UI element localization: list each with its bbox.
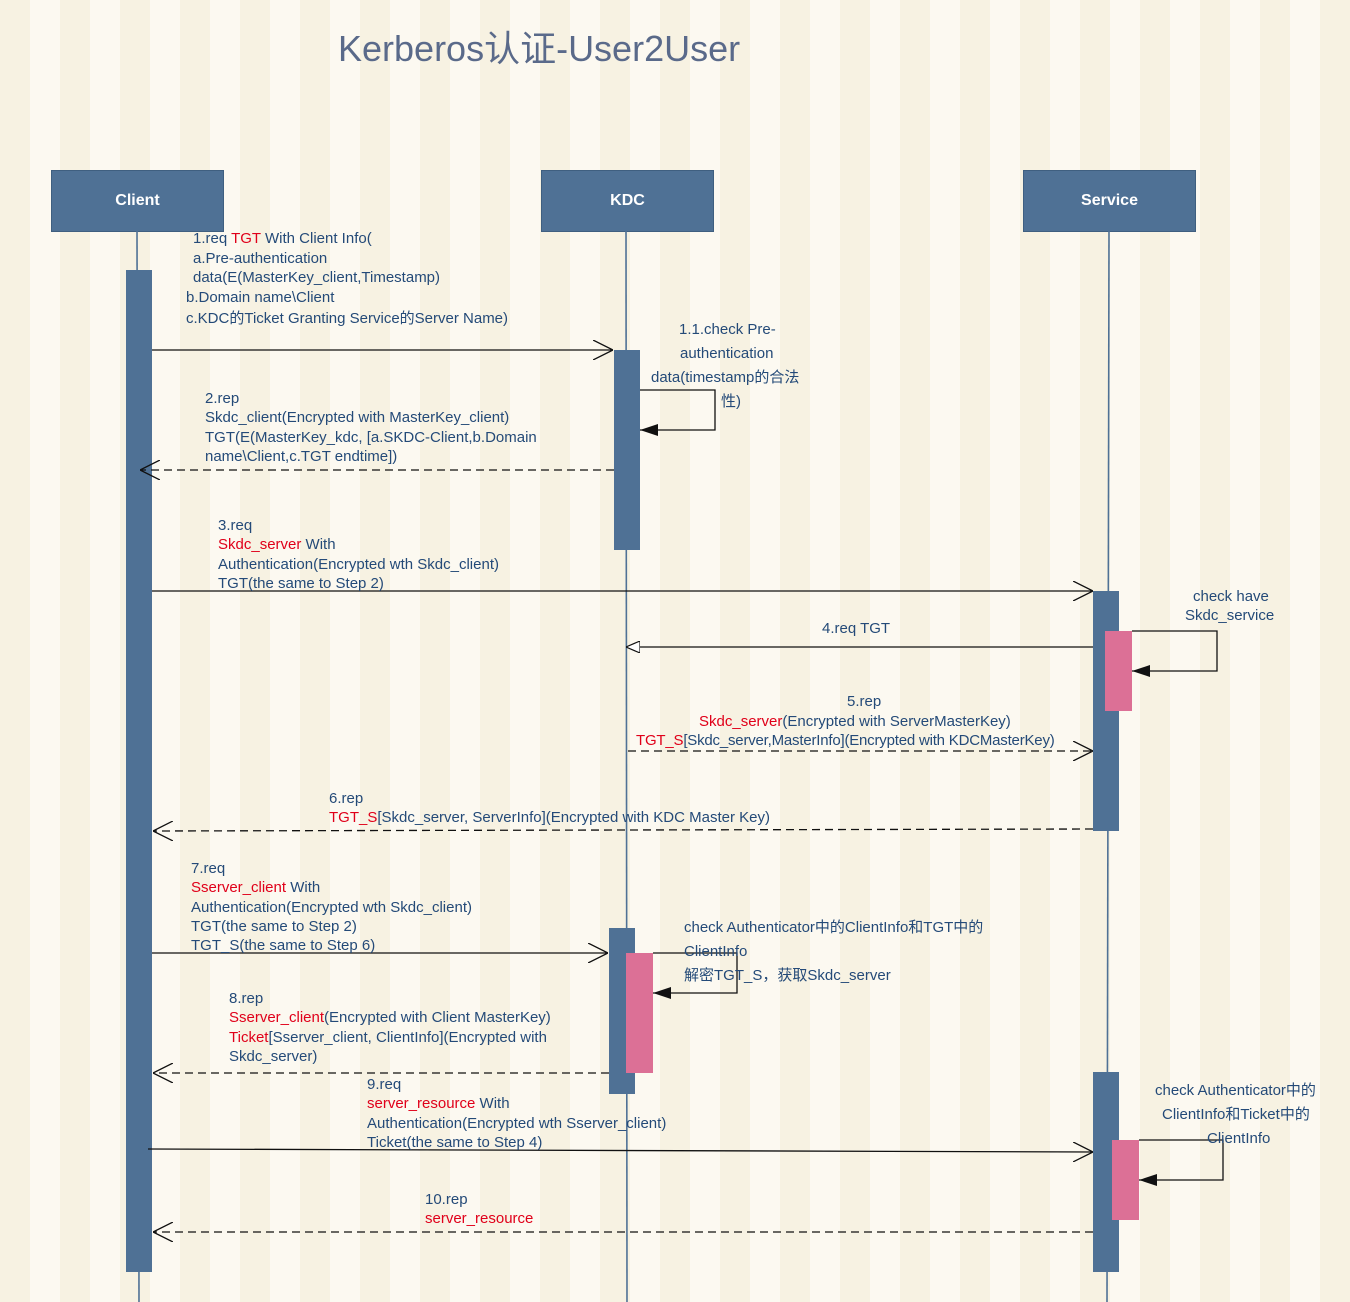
msg-1-line5: c.KDC的Ticket Granting Service的Server Nam… — [186, 310, 509, 327]
arrow-service-self-check-2 — [1139, 1139, 1224, 1186]
activation-service-nested-1 — [1105, 631, 1132, 711]
msg-2-line3: TGT(E(MasterKey_kdc, [a.SKDC-Client,b.Do… — [205, 429, 537, 446]
msg-4-label: 4.req TGT — [822, 620, 891, 637]
msg-3-line2: Skdc_server With — [218, 536, 336, 553]
msg-2-line1: 2.rep — [205, 390, 240, 407]
msg-1-line3: data(E(MasterKey_client,Timestamp) — [193, 269, 441, 286]
arrow-service-self-check — [1132, 630, 1218, 677]
msg-7-line1: 7.req — [191, 860, 226, 877]
msg-9-line2: server_resource With — [367, 1095, 510, 1112]
msg-8-line4: Skdc_server) — [229, 1048, 318, 1065]
arrow-6-rep — [153, 829, 1094, 831]
msg-9-line4: Ticket(the same to Step 4) — [367, 1134, 543, 1151]
msg-2-line2: Skdc_client(Encrypted with MasterKey_cli… — [205, 409, 510, 426]
actor-kdc: KDC — [541, 170, 714, 232]
activation-kdc-nested — [626, 953, 653, 1073]
msg-7-line4: TGT(the same to Step 2) — [191, 918, 357, 935]
msg-1-1-line3: data(timestamp的合法 — [651, 369, 800, 386]
msg-7-line5: TGT_S(the same to Step 6) — [191, 937, 376, 954]
msg-8-line3: Ticket[Sserver_client, ClientInfo](Encry… — [229, 1029, 547, 1046]
msg-6-line1: 6.rep — [329, 790, 364, 807]
arrow-1-1-self-check — [640, 389, 716, 436]
arrow-kdc-self-check — [653, 952, 738, 999]
msg-5-line3: TGT_S[Skdc_server,MasterInfo](Encrypted … — [636, 732, 1055, 749]
kdc-check-line1: check Authenticator中的ClientInfo和TGT中的 — [684, 919, 984, 936]
service-check2-line1: check Authenticator中的 — [1155, 1082, 1316, 1099]
activation-service-nested-2 — [1112, 1140, 1139, 1220]
activation-kdc-1 — [614, 350, 640, 550]
msg-1-1-line4: 性) — [721, 393, 741, 410]
activation-client — [126, 270, 152, 1272]
msg-3-line4: TGT(the same to Step 2) — [218, 575, 384, 592]
msg-8-line1: 8.rep — [229, 990, 264, 1007]
kdc-check-line2: ClientInfo — [684, 943, 748, 960]
service-check2-line3: ClientInfo — [1207, 1130, 1271, 1147]
service-check-line1: check have — [1193, 588, 1269, 605]
msg-10-line1: 10.rep — [425, 1191, 468, 1208]
page-title: Kerberos认证-User2User — [338, 28, 741, 69]
msg-1-label: 1.req TGT With Client Info( — [193, 230, 372, 247]
msg-1-1-line2: authentication — [680, 345, 774, 362]
msg-10-line2: server_resource — [425, 1210, 534, 1227]
msg-8-line2: Sserver_client(Encrypted with Client Mas… — [229, 1009, 551, 1026]
actor-client: Client — [51, 170, 224, 232]
msg-2-line4: name\Client,c.TGT endtime]) — [205, 448, 398, 465]
msg-7-line2: Sserver_client With — [191, 879, 321, 896]
service-check-line2: Skdc_service — [1185, 607, 1275, 624]
kdc-check-line3: 解密TGT_S，获取Skdc_server — [684, 967, 891, 984]
msg-1-line2: a.Pre-authentication — [193, 250, 328, 267]
msg-9-line1: 9.req — [367, 1076, 402, 1093]
msg-3-line1: 3.req — [218, 517, 253, 534]
msg-6-line2: TGT_S[Skdc_server, ServerInfo](Encrypted… — [329, 809, 770, 826]
arrow-9-req — [147, 1149, 1093, 1152]
msg-9-line3: Authentication(Encrypted wth Sserver_cli… — [367, 1115, 667, 1132]
service-check2-line2: ClientInfo和Ticket中的 — [1162, 1106, 1310, 1123]
msg-1-1-line1: 1.1.check Pre- — [679, 321, 776, 338]
msg-3-line3: Authentication(Encrypted wth Skdc_client… — [218, 556, 499, 573]
msg-1-line4: b.Domain name\Client — [186, 289, 335, 306]
msg-5-line2: Skdc_server(Encrypted with ServerMasterK… — [699, 713, 1011, 730]
msg-5-line1: 5.rep — [847, 693, 882, 710]
actor-service: Service — [1023, 170, 1196, 232]
msg-7-line3: Authentication(Encrypted wth Skdc_client… — [191, 899, 472, 916]
